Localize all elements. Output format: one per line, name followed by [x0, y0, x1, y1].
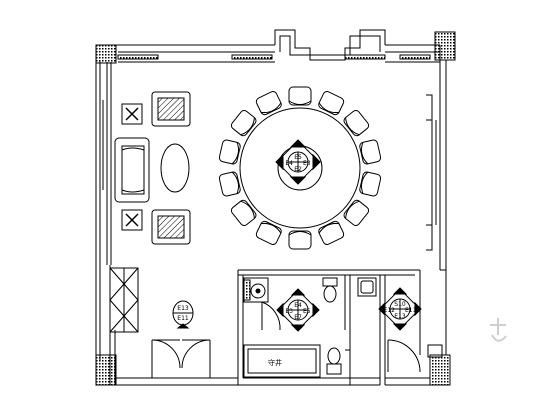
dining-chair	[318, 91, 345, 116]
marker-wc-right-label: E5	[303, 308, 311, 315]
walls	[95, 29, 447, 386]
marker-left-top-label: E13	[177, 305, 189, 312]
marker-right-top-label: S10	[394, 301, 406, 308]
dining-chair	[318, 220, 345, 245]
column-bottom-right	[429, 354, 451, 386]
marker-right-bottom-label: E13	[394, 313, 406, 320]
bottom-room-label: 守井	[268, 358, 282, 367]
dining-table-outer	[239, 107, 361, 229]
wardrobe-cabinet: 守井	[243, 344, 321, 378]
dining-chair	[343, 110, 370, 137]
lounge-armchair-bottom	[151, 209, 191, 245]
elevation-marker-left: E13 E11	[172, 300, 194, 329]
utility-box	[427, 344, 443, 358]
marker-wc-left-label: E3	[285, 308, 293, 315]
window-trims	[117, 54, 431, 60]
dining-chair	[230, 110, 257, 137]
door-right-room	[387, 339, 421, 373]
column-bottom-left	[95, 354, 117, 386]
marker-wc-bottom-label: E7	[294, 314, 302, 321]
marker-main-right-label: E3	[303, 160, 311, 167]
dining-chair	[288, 230, 312, 250]
door-entrance	[151, 339, 211, 378]
marker-main-top-label: E5	[294, 154, 302, 161]
dining-chair	[288, 86, 312, 106]
sink-fixture	[357, 277, 377, 297]
marker-main-bottom-label: E2	[294, 166, 302, 173]
dining-chair	[359, 171, 382, 197]
dining-chair	[218, 139, 241, 165]
dining-chair	[343, 199, 370, 226]
toilet-lower	[326, 347, 342, 375]
marker-left-bottom-label: E11	[177, 315, 189, 322]
dining-chair	[359, 139, 382, 165]
door-washroom	[242, 301, 281, 331]
dining-chair	[230, 199, 257, 226]
marker-right-left-label: E12	[384, 307, 396, 314]
dining-chair	[218, 171, 241, 197]
marker-main-left-label: E4	[285, 160, 293, 167]
marker-wc-top-label: E4	[294, 302, 302, 309]
washbasin	[243, 277, 269, 303]
dining-set	[218, 86, 382, 250]
lounge-side-table-top	[121, 103, 143, 125]
elevation-marker-main: E5 E4 E3 E2	[275, 139, 321, 185]
lounge-side-table-bottom	[121, 209, 143, 231]
column-top-right	[434, 31, 456, 61]
watermark-glyph	[490, 318, 507, 342]
dining-chairs	[218, 86, 382, 250]
column-top-left	[95, 44, 117, 64]
side-cabinet	[109, 267, 139, 333]
elevation-marker-wc: E4 E3 E5 E7	[276, 288, 320, 332]
lounge-sofa	[114, 137, 150, 203]
toilet-upper	[322, 277, 338, 303]
elevation-marker-right: S10 E12 E11 E13	[378, 287, 422, 331]
dining-chair	[255, 220, 282, 245]
lounge-armchair-top	[151, 91, 191, 127]
lounge-coffee-table	[160, 143, 190, 193]
marker-right-right-label: E11	[405, 307, 417, 314]
dining-chair	[255, 91, 282, 116]
